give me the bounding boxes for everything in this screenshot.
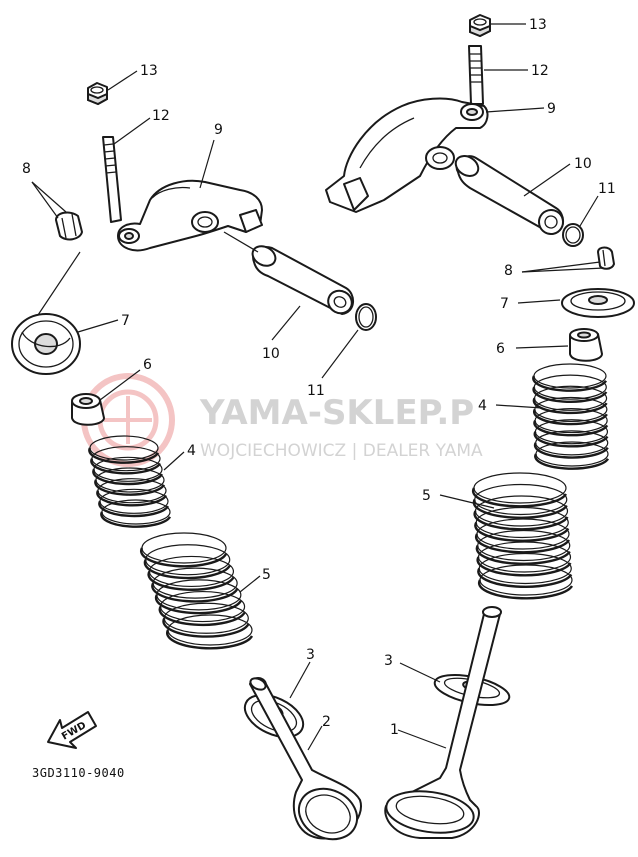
callout-left-rocker-arm: 9: [214, 122, 223, 138]
callout-right-rocker-arm: 9: [547, 101, 556, 117]
callout-right-seal: 6: [496, 341, 505, 357]
spring-coil-front: [533, 431, 609, 448]
callout-left-nut: 13: [140, 63, 158, 79]
spring-coil-front: [471, 487, 568, 508]
spring-coil-front: [98, 500, 170, 518]
callout-left-stud: 12: [152, 108, 170, 124]
spring-coil-front: [96, 490, 168, 507]
left-stud: [102, 136, 122, 223]
spring-coil-front: [166, 629, 254, 650]
left-outer-spring: [140, 532, 254, 650]
watermark-brand: YAMA-SKLEP.P: [199, 393, 474, 433]
callout-left-inner-spring: 4: [187, 443, 196, 459]
callout-right-inner-spring: 4: [478, 398, 487, 414]
watermark-dealer: WOJCIECHOWICZ | DEALER YAMA: [200, 441, 483, 461]
left-nut: [87, 82, 108, 106]
spring-coil-front: [533, 442, 609, 459]
spring-coil-front: [532, 397, 608, 415]
callout-right-cotters: 8: [504, 263, 513, 279]
spring-coil-front: [475, 544, 571, 565]
spring-coil-front: [532, 375, 608, 392]
spring-coil-front: [533, 408, 608, 426]
callout-right-stud: 12: [531, 63, 549, 79]
right-valve-seal: [569, 328, 603, 362]
callout-left-shaft: 10: [262, 346, 280, 362]
spring-coil-front: [162, 617, 250, 638]
right-rocker-arm: [325, 97, 489, 213]
right-cotters: [597, 246, 615, 270]
callout-right-valve: 1: [390, 722, 399, 738]
left-inner-spring: [88, 435, 172, 528]
right-nut: [469, 14, 491, 38]
left-rocker-arm: [117, 179, 263, 252]
left-valve: [249, 677, 362, 841]
callout-left-oring: 11: [307, 383, 325, 399]
spring-coil-front: [92, 468, 164, 486]
callout-left-outer-spring: 5: [262, 567, 271, 583]
right-valve: [384, 606, 502, 839]
right-inner-spring: [532, 363, 610, 470]
spring-coil-front: [534, 453, 610, 470]
forward-direction-arrow: FWD: [47, 711, 97, 749]
left-cotters: [55, 211, 83, 241]
callout-right-oring: 11: [598, 181, 616, 197]
spring-coil-front: [476, 556, 572, 577]
spring-coil-front: [477, 567, 573, 588]
callout-left-valve: 2: [322, 714, 331, 730]
diagram-code: 3GD3110-9040: [32, 766, 125, 780]
callout-right-shaft: 10: [574, 156, 592, 172]
spring-coil-front: [477, 579, 574, 600]
spring-coil-front: [94, 479, 166, 496]
spring-coil-front: [533, 419, 609, 437]
callout-right-outer-spring: 5: [422, 488, 431, 504]
callout-right-retainer: 7: [500, 296, 509, 312]
spring-coil-front: [474, 533, 571, 554]
callout-left-retainer: 7: [121, 313, 130, 329]
spring-coil-front: [532, 386, 608, 403]
spring-coil-front: [88, 447, 160, 464]
left-retainer: [11, 313, 81, 375]
spring-coil-front: [472, 498, 568, 519]
spring-coil-front: [474, 521, 570, 542]
callout-left-seal: 6: [143, 357, 152, 373]
right-outer-spring: [471, 472, 574, 600]
watermark: YAMA-SKLEP.P WOJCIECHOWICZ | DEALER YAMA: [81, 373, 483, 467]
right-retainer: [561, 288, 635, 318]
callout-left-spring-seat: 3: [306, 647, 315, 663]
callout-right-nut: 13: [529, 17, 547, 33]
spring-coil-front: [100, 511, 172, 528]
left-valve-seal: [71, 393, 105, 426]
callout-left-cotters: 8: [22, 161, 31, 177]
callout-right-spring-seat: 3: [384, 653, 393, 669]
spring-coil-front: [90, 458, 162, 475]
right-stud: [468, 45, 484, 105]
left-shaft: [223, 231, 354, 315]
spring-coil-front: [473, 510, 569, 531]
right-shaft: [454, 155, 564, 235]
spring-coil-back: [533, 363, 607, 389]
